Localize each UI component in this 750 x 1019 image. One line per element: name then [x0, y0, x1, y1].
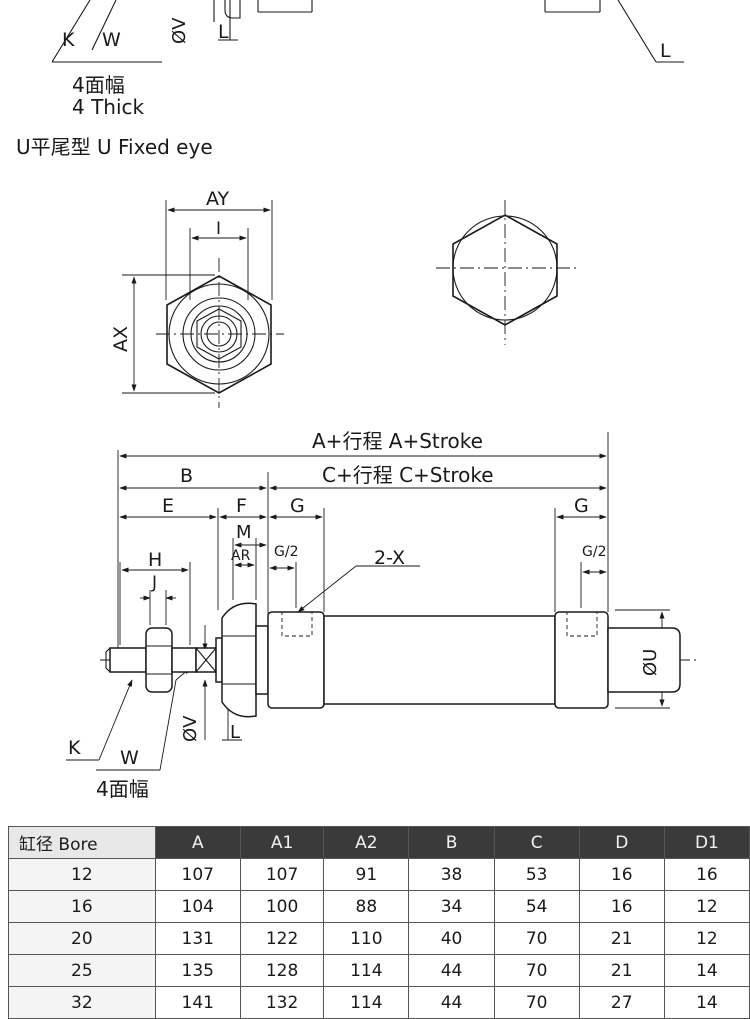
label-e: E — [162, 495, 174, 517]
header-d1: D1 — [663, 826, 750, 859]
table-cell: 114 — [323, 954, 410, 987]
label-2x: 2-X — [374, 547, 405, 569]
table-cell: 70 — [493, 922, 580, 955]
label-c-stroke: C+行程 C+Stroke — [322, 463, 494, 487]
table-cell: 44 — [408, 954, 495, 987]
label-a-stroke: A+行程 A+Stroke — [312, 429, 483, 453]
label-i: I — [216, 219, 221, 239]
table-cell: 16 — [578, 858, 665, 891]
table-cell: 21 — [578, 954, 665, 987]
label-l: L — [230, 722, 240, 743]
table-cell: 14 — [663, 954, 750, 987]
label-f: F — [236, 495, 247, 517]
table-cell: 16 — [8, 890, 156, 923]
table-cell: 107 — [154, 858, 241, 891]
top-label-w: W — [102, 29, 121, 51]
table-cell: 21 — [578, 922, 665, 955]
header-c: C — [493, 826, 580, 859]
end-view-front — [122, 200, 284, 408]
top-label-l-left: L — [218, 21, 229, 43]
top-label-l-right: L — [660, 40, 671, 62]
table-cell: 16 — [663, 858, 750, 891]
spec-table: 缸径 Bore A A1 A2 B C D D1 12 107 107 91 3… — [8, 826, 750, 1019]
label-g2-right: G/2 — [582, 544, 606, 560]
table-row: 12 107 107 91 38 53 16 16 — [8, 858, 750, 891]
table-cell: 40 — [408, 922, 495, 955]
header-a1: A1 — [239, 826, 325, 859]
top-thick-cn: 4面幅 — [72, 73, 125, 97]
label-ay: AY — [206, 188, 230, 210]
top-label-k: K — [62, 29, 75, 51]
header-a2: A2 — [323, 826, 410, 859]
table-cell: 107 — [239, 858, 325, 891]
end-view-rear — [436, 200, 578, 345]
label-m: M — [236, 522, 252, 543]
label-g-right: G — [574, 495, 589, 517]
table-cell: 100 — [239, 890, 325, 923]
table-cell: 12 — [8, 858, 156, 891]
table-row: 16 104 100 88 34 54 16 12 — [8, 890, 750, 923]
label-4-thick: 4面幅 — [96, 777, 149, 801]
table-cell: 38 — [408, 858, 495, 891]
u-fixed-eye-title: U平尾型 U Fixed eye — [16, 135, 213, 159]
label-h: H — [148, 549, 162, 571]
table-cell: 53 — [493, 858, 580, 891]
table-cell: 132 — [239, 986, 325, 1019]
table-cell: 70 — [493, 986, 580, 1019]
label-g-left: G — [290, 495, 305, 517]
table-cell: 25 — [8, 954, 156, 987]
table-cell: 12 — [663, 922, 750, 955]
table-cell: 104 — [154, 890, 241, 923]
table-row: 25 135 128 114 44 70 21 14 — [8, 954, 750, 987]
technical-drawing: K W ØV L L 4面幅 4 Thick U平尾型 U Fixed eye … — [16, 0, 700, 801]
table-cell: 12 — [663, 890, 750, 923]
table-cell: 114 — [323, 986, 410, 1019]
side-view-part — [100, 602, 700, 718]
table-cell: 14 — [663, 986, 750, 1019]
table-cell: 27 — [578, 986, 665, 1019]
table-cell: 44 — [408, 986, 495, 1019]
table-row: 32 141 132 114 44 70 27 14 — [8, 986, 750, 1019]
table-cell: 20 — [8, 922, 156, 955]
table-cell: 110 — [323, 922, 410, 955]
top-label-v: ØV — [169, 17, 190, 44]
header-d: D — [578, 826, 665, 859]
table-cell: 141 — [154, 986, 241, 1019]
table-cell: 131 — [154, 922, 241, 955]
label-b: B — [180, 465, 193, 487]
table-cell: 34 — [408, 890, 495, 923]
header-bore: 缸径 Bore — [8, 826, 156, 859]
table-cell: 91 — [323, 858, 410, 891]
table-cell: 32 — [8, 986, 156, 1019]
label-v: ØV — [180, 715, 201, 742]
label-w: W — [120, 747, 139, 769]
label-j: J — [151, 573, 157, 593]
table-cell: 54 — [493, 890, 580, 923]
top-partial-drawing — [51, 0, 684, 63]
label-k: K — [68, 737, 81, 759]
label-u: ØU — [640, 649, 661, 676]
header-b: B — [408, 826, 495, 859]
table-header-row: 缸径 Bore A A1 A2 B C D D1 — [8, 826, 750, 859]
label-g2-left: G/2 — [274, 544, 298, 560]
table-cell: 128 — [239, 954, 325, 987]
label-ax: AX — [110, 326, 132, 352]
table-cell: 70 — [493, 954, 580, 987]
top-thick-en: 4 Thick — [72, 95, 145, 119]
label-ar: AR — [231, 548, 251, 564]
table-cell: 135 — [154, 954, 241, 987]
table-row: 20 131 122 110 40 70 21 12 — [8, 922, 750, 955]
table-cell: 88 — [323, 890, 410, 923]
header-a: A — [154, 826, 241, 859]
table-cell: 122 — [239, 922, 325, 955]
side-view-dimensions — [66, 432, 670, 771]
table-cell: 16 — [578, 890, 665, 923]
